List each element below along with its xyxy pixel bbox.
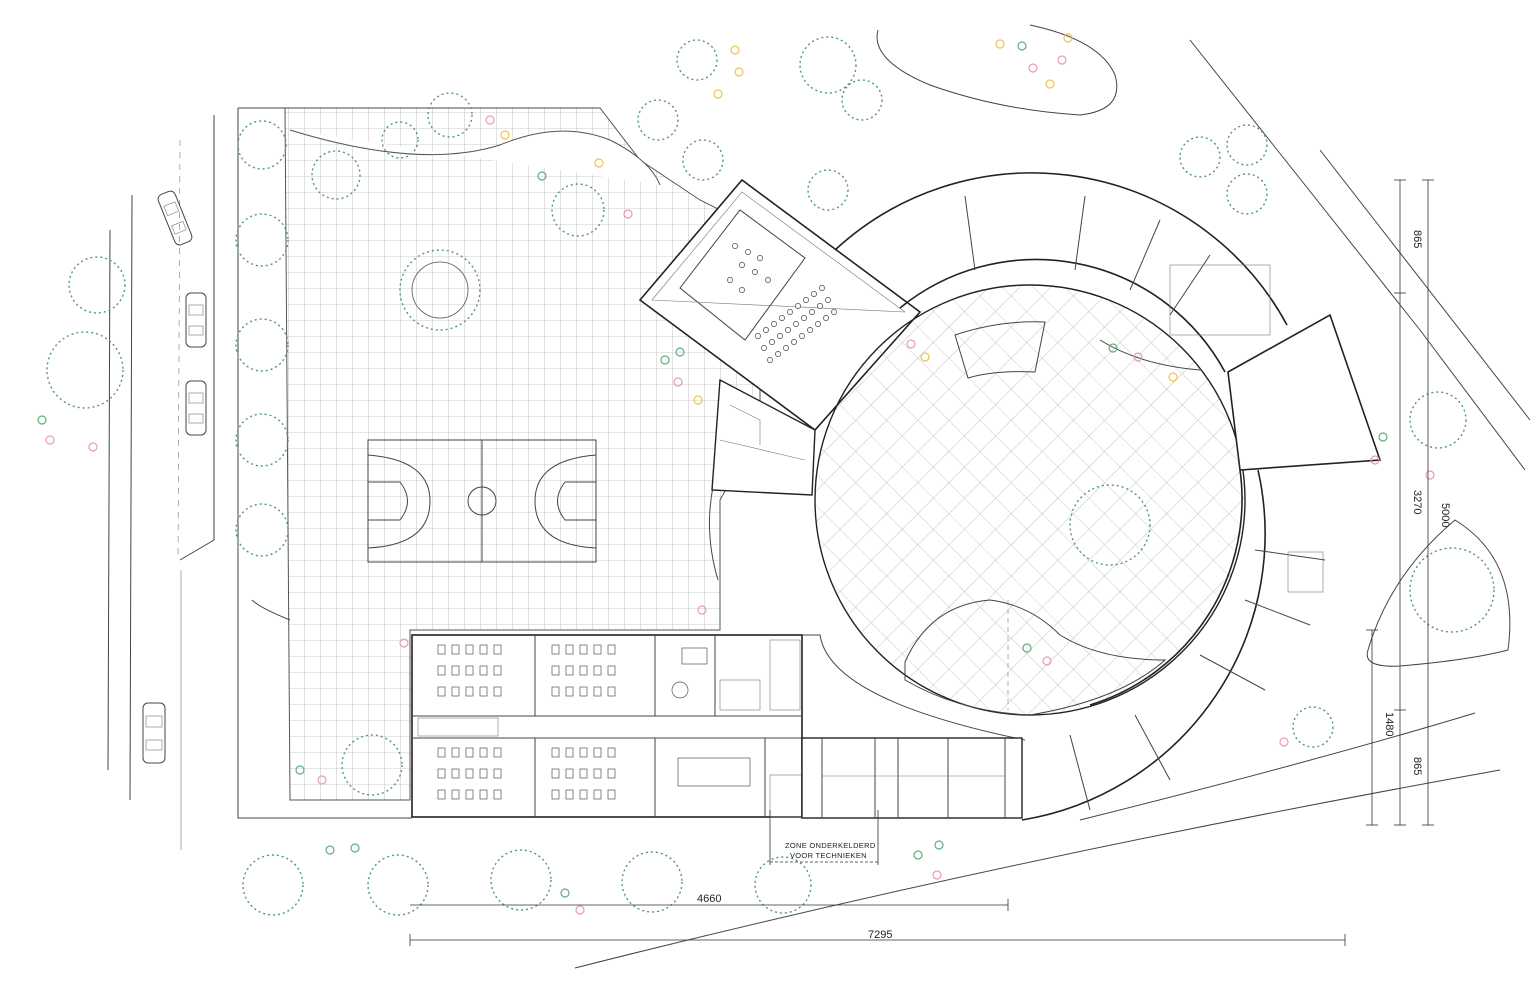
classroom-desks	[437, 644, 751, 800]
dim-total-width: 7295	[868, 929, 892, 941]
flowers	[37, 33, 1435, 915]
dim-total-height: 5000	[1439, 503, 1451, 527]
ring-building	[709, 172, 1382, 821]
central-courtyard	[814, 284, 1246, 716]
dim-bottom-height: 865	[1411, 757, 1423, 775]
dim-partial-width: 4660	[697, 893, 721, 905]
annotation-line-1: ZONE ONDERKELDERD	[785, 841, 876, 850]
dim-lower-height: 1480	[1383, 712, 1395, 736]
dimension-lines	[409, 179, 1434, 946]
annotation-line-2: VOOR TECHNIEKEN	[790, 851, 867, 860]
trees	[46, 36, 1495, 916]
parked-cars	[142, 190, 207, 764]
dim-mid-height: 3270	[1411, 490, 1423, 514]
basketball-court	[367, 439, 597, 563]
dim-top-height: 865	[1411, 230, 1423, 248]
service-block	[711, 378, 816, 496]
sports-hall	[638, 178, 922, 432]
hall-seating	[727, 243, 837, 363]
classroom-wing	[411, 634, 1026, 819]
streets	[107, 24, 1531, 969]
